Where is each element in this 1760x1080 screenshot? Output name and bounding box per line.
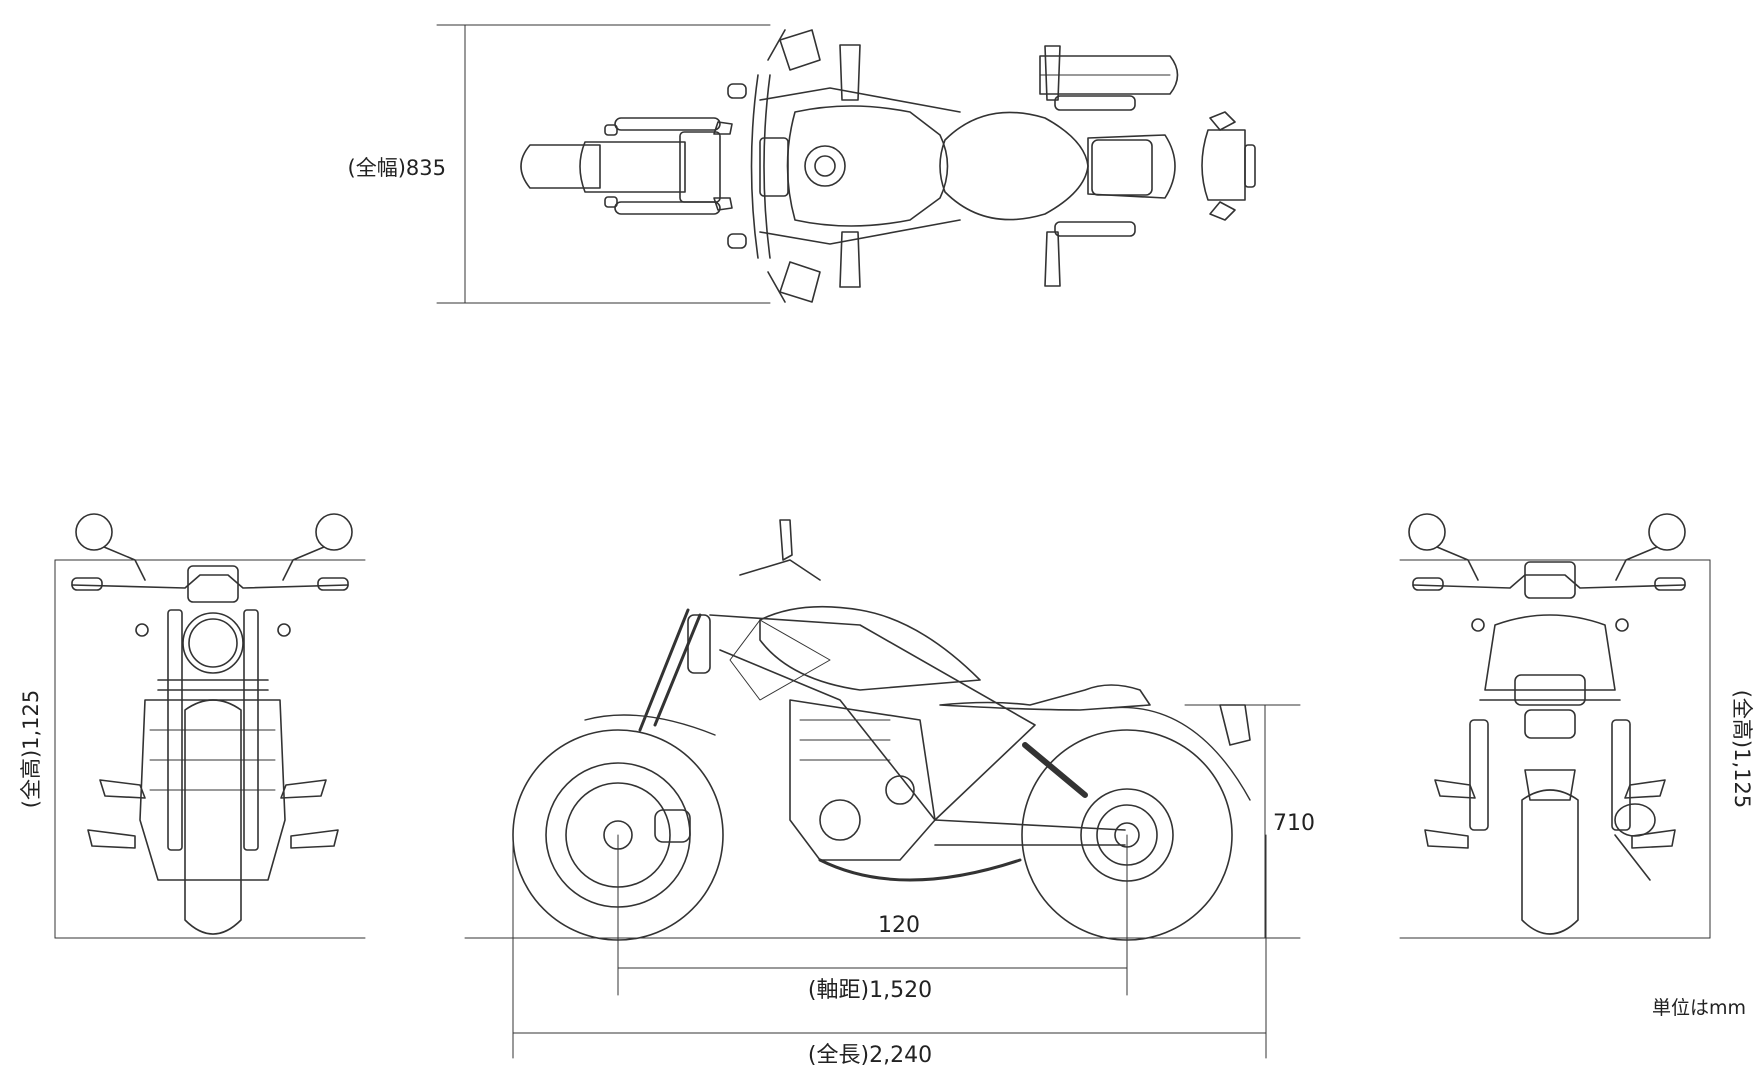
- ground-clearance-label: 120: [878, 913, 920, 938]
- overall-height-label-left: (全高)1,125: [19, 690, 43, 809]
- side-view: [464, 519, 1301, 1059]
- overall-height-label-right: (全高)1,125: [1730, 690, 1754, 809]
- seat-height-label: 710: [1273, 811, 1315, 836]
- top-view: [436, 24, 1256, 304]
- overall-width-label: (全幅)835: [348, 156, 446, 180]
- wheelbase-label: (軸距)1,520: [808, 978, 932, 1003]
- unit-note: 単位はmm: [1652, 997, 1746, 1019]
- front-view: [54, 513, 366, 939]
- overall-length-label: (全長)2,240: [808, 1043, 932, 1068]
- rear-view: [1399, 513, 1711, 939]
